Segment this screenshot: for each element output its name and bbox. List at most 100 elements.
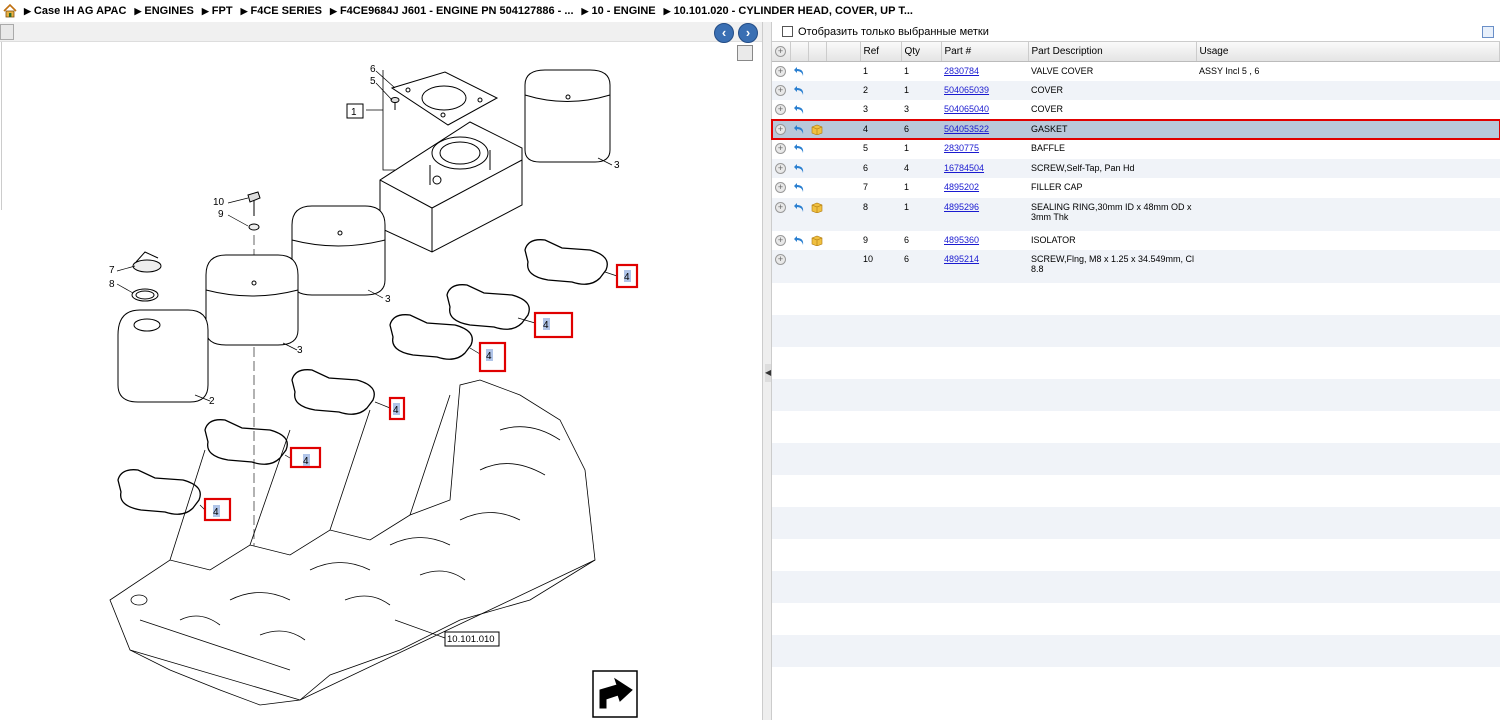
breadcrumb-item-4[interactable]: ▶F4CE SERIES [240, 5, 323, 17]
breadcrumb-item-3[interactable]: ▶FPT [201, 5, 233, 17]
collapse-arrow-icon[interactable]: ◀ [765, 364, 771, 382]
expand-sidebar-button[interactable] [0, 24, 14, 40]
cell-part-number[interactable]: 504065039 [941, 81, 1028, 101]
header-qty[interactable]: Qty [901, 42, 942, 62]
callout-2[interactable]: 2 [209, 396, 215, 407]
cell-part-number[interactable]: 16784504 [941, 159, 1028, 179]
row-box[interactable] [808, 120, 826, 140]
callout-3c[interactable]: 3 [297, 345, 303, 356]
header-usage[interactable]: Usage [1196, 42, 1500, 62]
row-back[interactable] [790, 231, 808, 251]
gasket-callout-5[interactable]: 4 [303, 456, 309, 467]
plus-icon[interactable]: + [775, 143, 786, 154]
cell-part-number[interactable]: 4895202 [941, 178, 1028, 198]
row-expand[interactable]: + [772, 120, 790, 140]
show-selected-checkbox[interactable] [782, 26, 793, 37]
cell-part-number[interactable]: 2830784 [941, 61, 1028, 81]
export-icon[interactable] [1482, 26, 1494, 38]
back-arrow-icon[interactable] [793, 124, 805, 137]
back-arrow-icon[interactable] [793, 163, 805, 176]
row-back[interactable] [790, 139, 808, 159]
part-number-link[interactable]: 4895202 [944, 182, 980, 192]
breadcrumb-item-6[interactable]: ▶10 - ENGINE [581, 5, 656, 17]
callout-5[interactable]: 5 [370, 76, 376, 87]
breadcrumb-item-5[interactable]: ▶F4CE9684J J601 - ENGINE PN 504127886 - … [330, 5, 574, 17]
header-part-number[interactable]: Part # [941, 42, 1029, 62]
return-arrow-icon[interactable] [592, 670, 638, 718]
row-back[interactable] [790, 250, 808, 283]
row-expand[interactable]: + [772, 178, 790, 198]
part-number-link[interactable]: 504053522 [944, 123, 990, 134]
callout-1[interactable]: 1 [351, 107, 357, 118]
header-description[interactable]: Part Description [1028, 42, 1197, 62]
back-arrow-icon[interactable] [793, 144, 805, 156]
row-back[interactable] [790, 81, 808, 101]
row-box[interactable] [808, 250, 826, 283]
plus-icon[interactable]: + [775, 84, 786, 96]
part-number-link[interactable]: 504065040 [944, 104, 990, 114]
row-back[interactable] [790, 100, 808, 120]
breadcrumb-item-2[interactable]: ▶ENGINES [134, 5, 194, 17]
plus-icon[interactable]: + [775, 123, 786, 135]
back-arrow-icon[interactable] [793, 202, 805, 215]
plus-icon[interactable]: + [775, 104, 786, 115]
back-arrow-icon[interactable] [793, 183, 805, 195]
back-arrow-icon[interactable] [793, 85, 805, 98]
row-box[interactable] [808, 100, 826, 120]
callout-6[interactable]: 6 [370, 64, 376, 75]
callout-7[interactable]: 7 [109, 265, 115, 276]
breadcrumb-item-7[interactable]: ▶10.101.020 - CYLINDER HEAD, COVER, UP T… [663, 5, 913, 17]
gasket-callout-6[interactable]: 4 [213, 507, 219, 518]
row-box[interactable] [808, 178, 826, 198]
callout-8[interactable]: 8 [109, 279, 115, 290]
plus-icon[interactable]: + [775, 201, 786, 213]
plus-icon[interactable]: + [775, 162, 786, 174]
gasket-callout-1[interactable]: 4 [624, 272, 630, 283]
part-number-link[interactable]: 4895360 [944, 234, 980, 245]
row-expand[interactable]: + [772, 139, 790, 159]
gasket-callout-2[interactable]: 4 [543, 320, 549, 331]
home-icon[interactable] [2, 3, 18, 19]
package-icon[interactable] [811, 235, 823, 248]
row-expand[interactable]: + [772, 100, 790, 120]
plus-icon[interactable]: + [775, 65, 786, 77]
previous-page-button[interactable]: ‹ [714, 23, 734, 43]
row-box[interactable] [808, 198, 826, 231]
part-number-link[interactable]: 16784504 [944, 162, 985, 173]
row-expand[interactable]: + [772, 159, 790, 179]
row-back[interactable] [790, 159, 808, 179]
row-box[interactable] [808, 81, 826, 101]
fit-view-button[interactable] [737, 45, 753, 61]
cell-part-number[interactable]: 4895360 [941, 231, 1028, 251]
package-icon[interactable] [811, 124, 823, 137]
part-number-link[interactable]: 2830775 [944, 143, 980, 153]
cell-part-number[interactable]: 4895296 [941, 198, 1028, 231]
callout-3a[interactable]: 3 [614, 160, 620, 171]
row-back[interactable] [790, 178, 808, 198]
part-number-link[interactable]: 4895296 [944, 201, 980, 212]
row-box[interactable] [808, 139, 826, 159]
part-number-link[interactable]: 504065039 [944, 84, 990, 95]
callout-10[interactable]: 10 [213, 197, 225, 208]
gasket-callout-4[interactable]: 4 [393, 405, 399, 416]
ref-box-label[interactable]: 10.101.010 [447, 634, 495, 645]
cell-part-number[interactable]: 504053522 [941, 120, 1028, 140]
package-icon[interactable] [811, 202, 823, 215]
row-expand[interactable]: + [772, 61, 790, 81]
plus-icon[interactable]: + [775, 234, 786, 246]
callout-9[interactable]: 9 [218, 209, 224, 220]
row-back[interactable] [790, 120, 808, 140]
back-arrow-icon[interactable] [793, 105, 805, 117]
row-expand[interactable]: + [772, 250, 790, 283]
row-box[interactable] [808, 231, 826, 251]
row-box[interactable] [808, 159, 826, 179]
next-page-button[interactable]: › [738, 23, 758, 43]
